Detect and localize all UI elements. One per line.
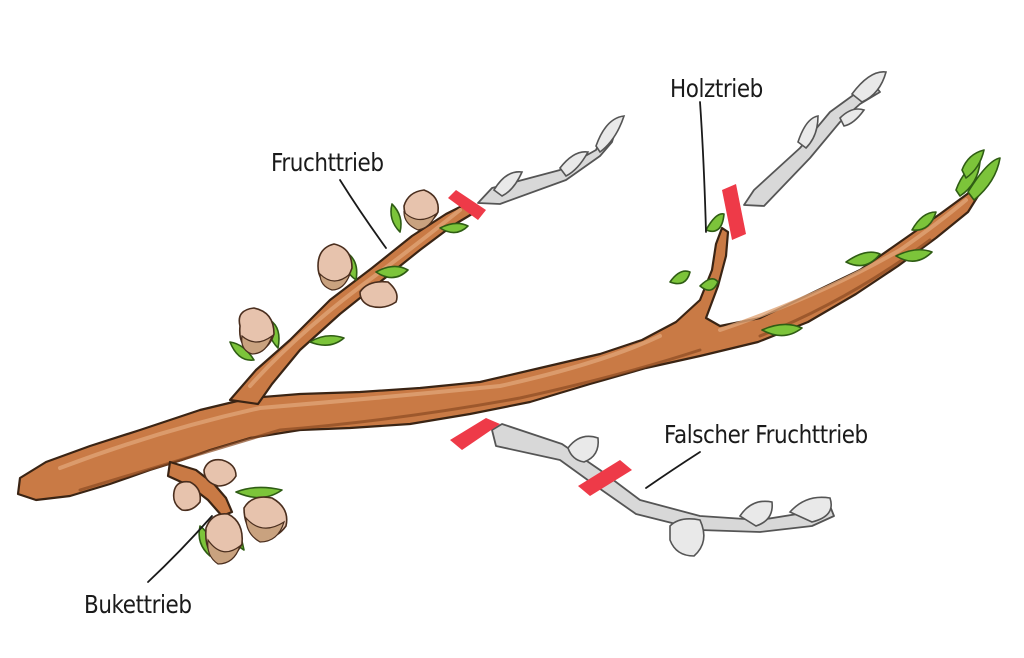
label-falscher-fruchttrieb: Falscher Fruchttrieb	[664, 420, 868, 449]
flower-buds	[172, 189, 440, 565]
fruchttrieb-branch	[228, 202, 474, 406]
cut-mark-falscher-2	[578, 460, 632, 496]
leader-falscher	[645, 451, 701, 489]
label-fruchttrieb: Fruchttrieb	[271, 148, 384, 177]
main-branch	[16, 190, 980, 502]
leader-holztrieb	[699, 101, 707, 233]
cut-mark-holztrieb	[722, 184, 746, 240]
label-bukettrieb: Bukettrieb	[84, 590, 192, 619]
removed-fruchttrieb-tip	[477, 115, 626, 205]
leader-bukettrieb	[147, 515, 213, 583]
cut-mark-falscher-1	[450, 418, 500, 450]
removed-falscher-fruchttrieb	[491, 423, 835, 557]
cut-marks	[448, 184, 746, 496]
removed-holztrieb-tip	[743, 71, 888, 207]
label-holztrieb: Holztrieb	[670, 74, 763, 103]
leader-fruchttrieb	[339, 179, 387, 249]
leader-lines	[147, 101, 707, 583]
cut-mark-fruchttrieb	[448, 190, 486, 220]
